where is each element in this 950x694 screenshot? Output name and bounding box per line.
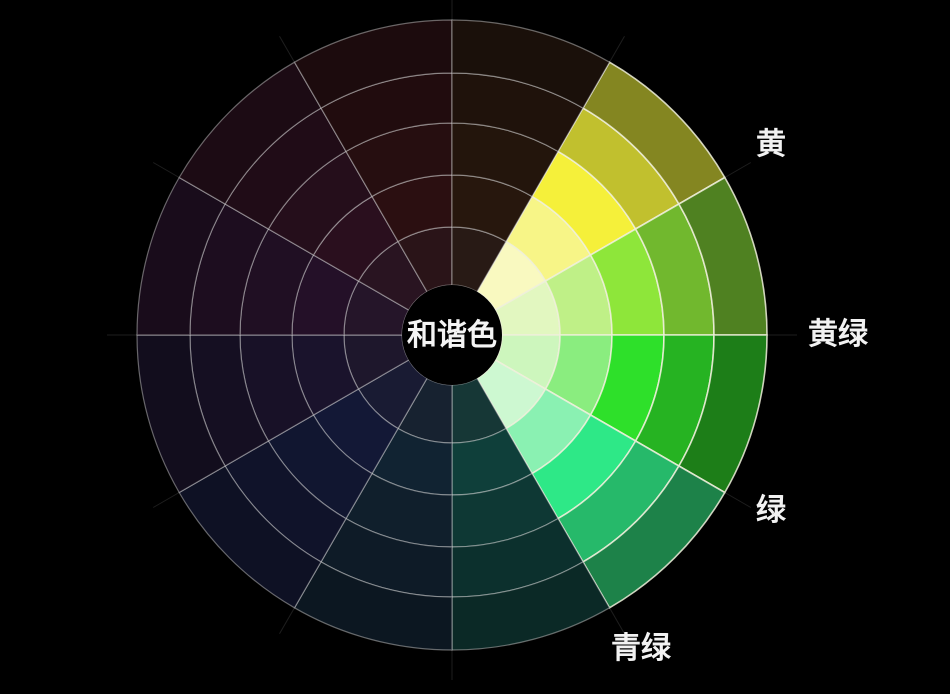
segment-blue-ring-4: [224, 440, 347, 563]
center-hole: [402, 285, 502, 385]
segment-violet-ring-2: [291, 254, 360, 336]
segment-orange-ring-5: [451, 19, 611, 109]
segment-orange-ring-4: [451, 72, 584, 153]
segment-red-violet-ring-3: [267, 150, 373, 256]
sector-tick-4: [724, 492, 752, 508]
segment-blue-cyan-ring-5: [293, 561, 453, 651]
hue-label-yellow-green: 黄绿: [808, 317, 869, 352]
segment-red-violet-ring-4: [224, 107, 347, 230]
segment-blue-ring-3: [267, 414, 373, 520]
sector-tick-11: [279, 35, 295, 63]
sector-tick-7: [279, 607, 295, 635]
hue-label-green: 绿: [756, 493, 787, 528]
segment-orange-ring-3: [451, 122, 559, 198]
sector-tick-2: [724, 162, 752, 178]
sector-tick-10: [152, 162, 180, 178]
segment-blue-cyan-ring-2: [371, 427, 453, 496]
segment-violet-ring-5: [136, 176, 226, 336]
sector-tick-1: [609, 35, 625, 63]
sector-tick-5: [609, 607, 625, 635]
hue-label-cyan-green: 青绿: [611, 631, 672, 666]
sector-tick-8: [152, 492, 180, 508]
segment-orange-ring-2: [451, 174, 533, 243]
hue-label-yellow: 黄: [756, 127, 786, 162]
center-label: 和谐色: [407, 318, 497, 353]
wheel-segments: [107, 0, 797, 680]
